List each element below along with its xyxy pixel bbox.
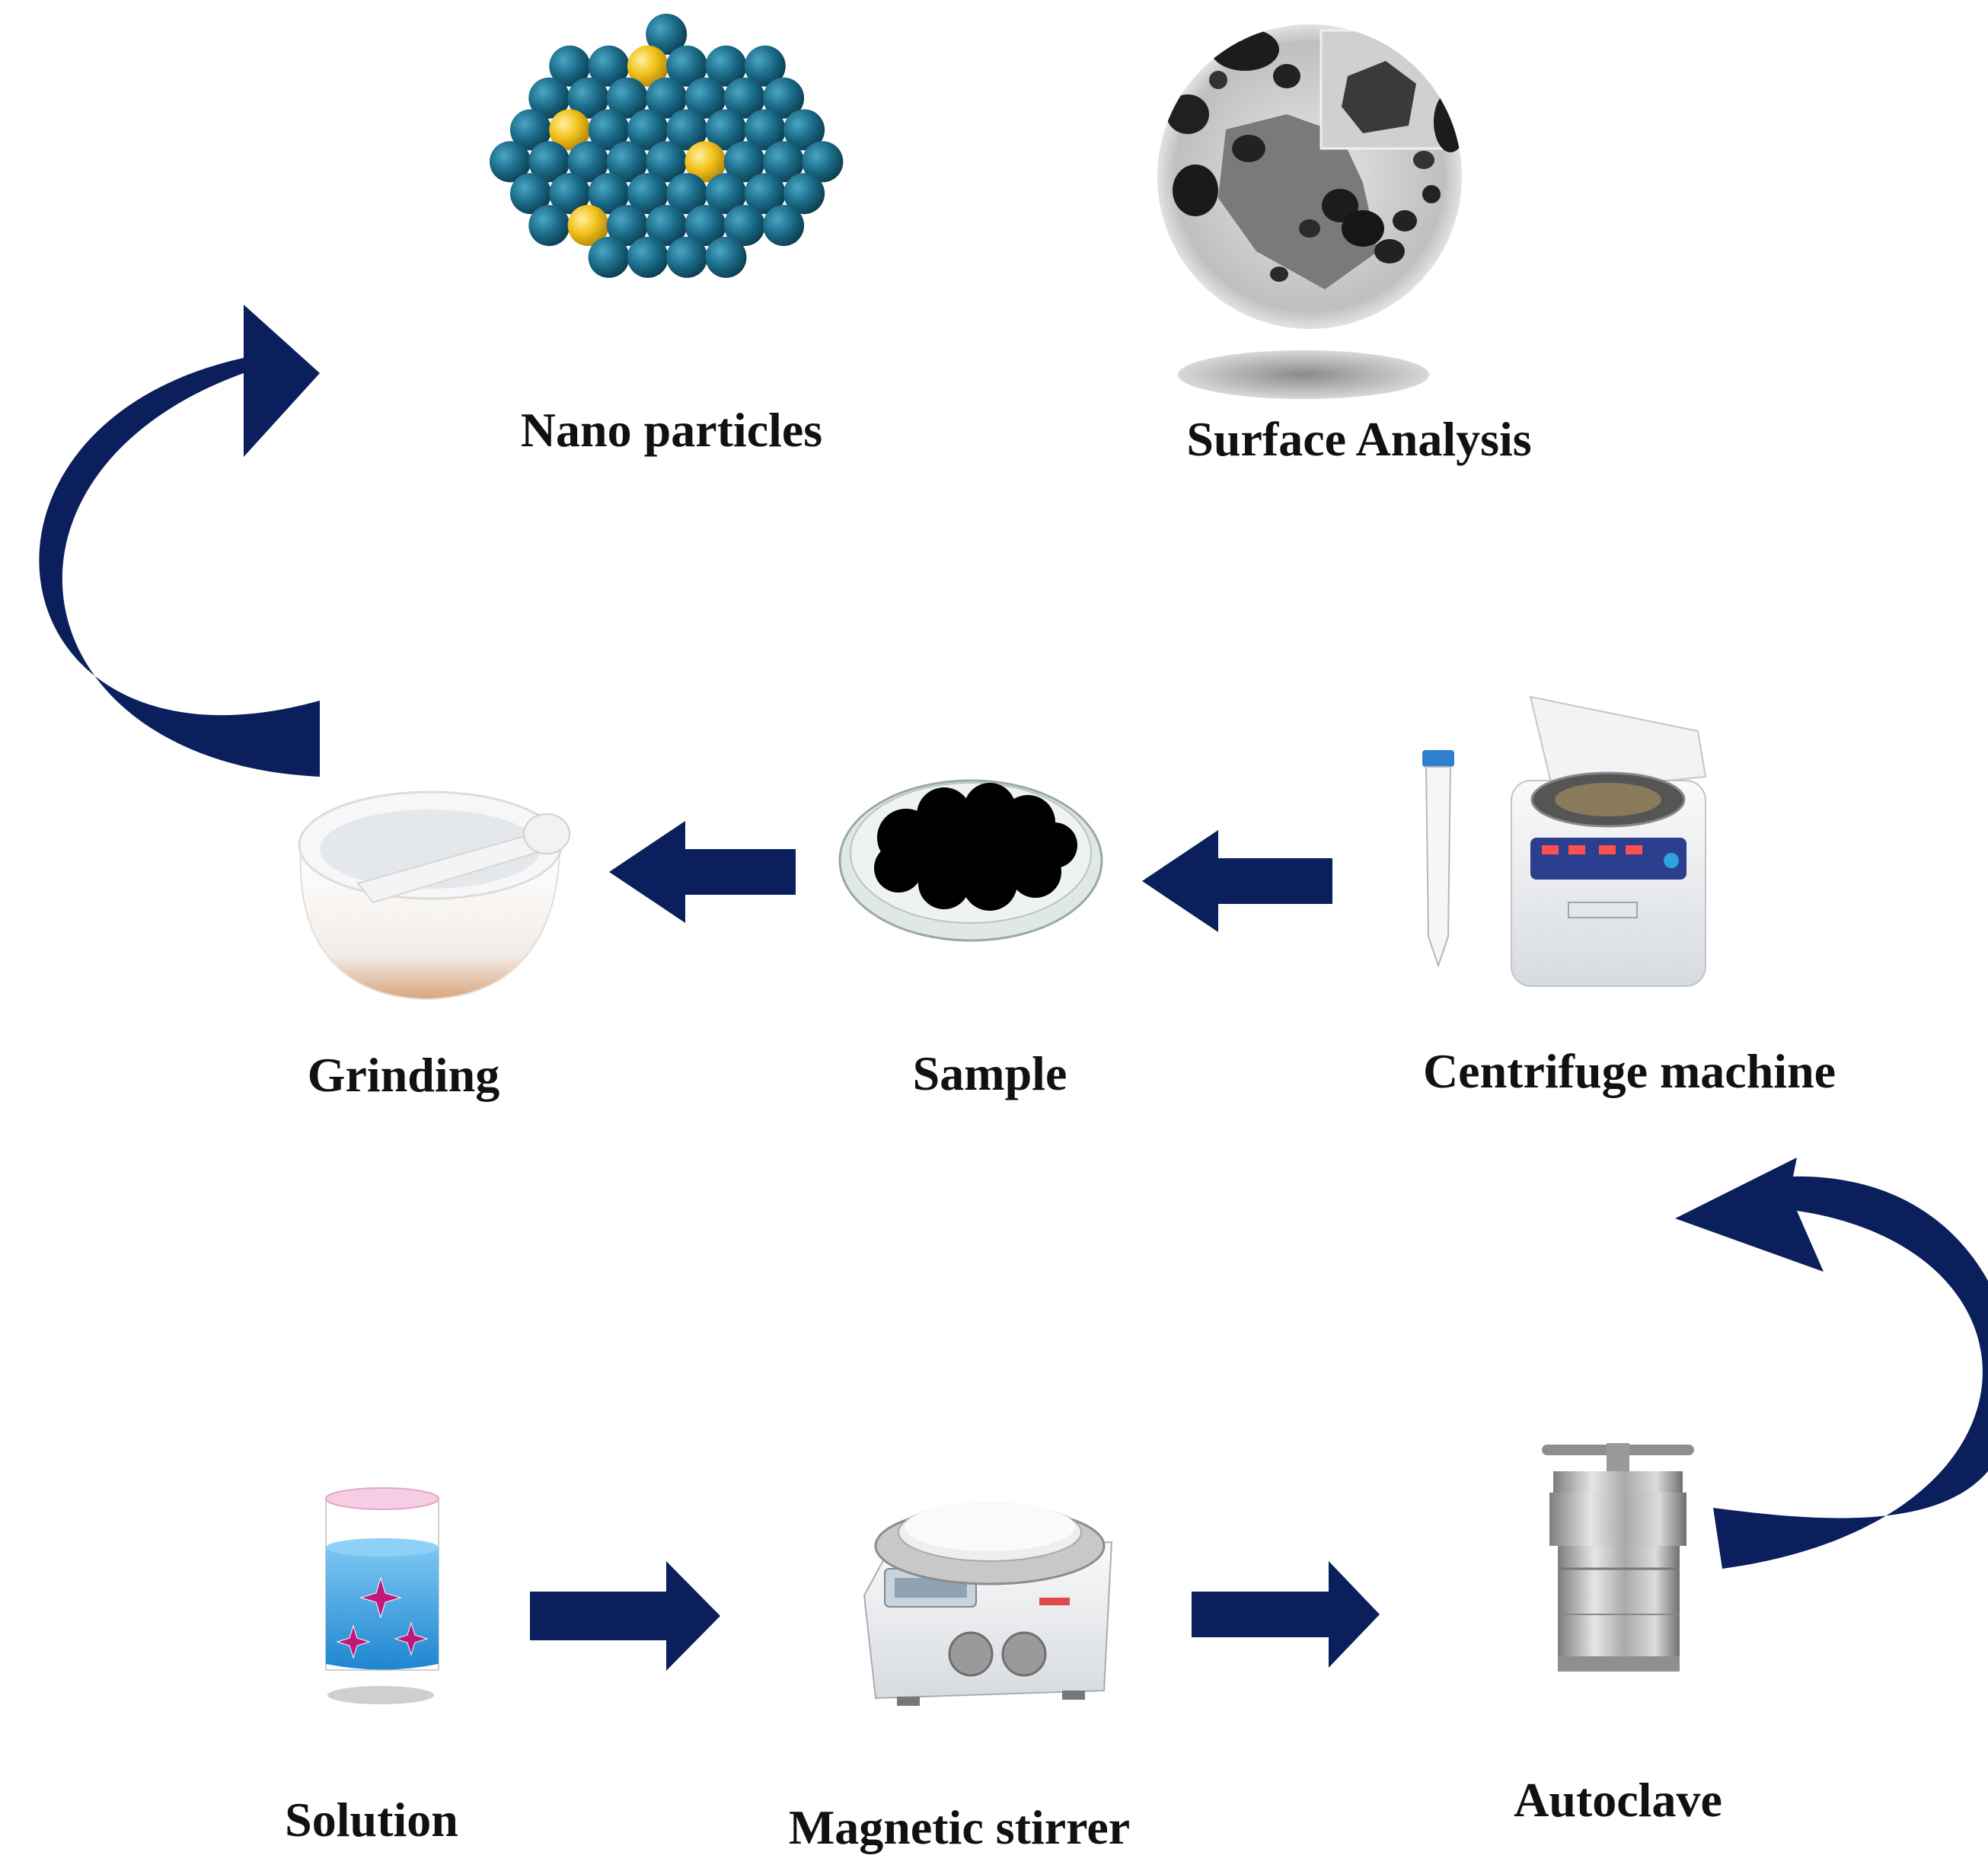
mortar-pestle-icon <box>298 790 570 1001</box>
blue-atom <box>744 109 786 151</box>
label-grinding: Grinding <box>307 1048 500 1102</box>
blue-atom <box>723 77 765 119</box>
blue-atom <box>627 236 669 278</box>
blue-atom <box>549 45 591 87</box>
label-nano-particles: Nano particles <box>520 403 823 457</box>
arrow-sample-to-grinding <box>609 821 796 923</box>
blue-atom <box>666 173 708 215</box>
blue-atom <box>646 77 688 119</box>
blue-atom <box>705 109 747 151</box>
blue-atom <box>646 141 688 183</box>
blue-atom <box>763 77 805 119</box>
blue-atom <box>510 109 551 151</box>
autoclave-icon <box>1542 1443 1694 1672</box>
blue-atom <box>606 77 648 119</box>
blue-atom <box>528 141 570 183</box>
blue-atom <box>606 205 648 247</box>
curved-arrow-grinding-to-nanoparticles <box>39 305 320 777</box>
blue-atom <box>705 173 747 215</box>
label-centrifuge-machine: Centrifuge machine <box>1422 1044 1836 1098</box>
falcon-tube <box>1422 750 1454 969</box>
blue-atom <box>723 141 765 183</box>
tem-micrograph-icon <box>1157 24 1462 399</box>
blue-atom <box>802 141 844 183</box>
blue-atom <box>783 109 825 151</box>
blue-atom <box>666 109 708 151</box>
blue-atom <box>783 173 825 215</box>
blue-atom <box>666 236 708 278</box>
gold-atom <box>567 205 609 247</box>
gold-atom <box>684 141 726 183</box>
arrow-solution-to-stirrer <box>530 1561 720 1671</box>
blue-atom <box>567 141 609 183</box>
blue-atom <box>646 14 688 55</box>
blue-atom <box>763 141 805 183</box>
blue-atom <box>744 45 786 87</box>
label-magnetic-stirrer: Magnetic stirrer <box>788 1800 1131 1854</box>
blue-atom <box>684 77 726 119</box>
blue-atom <box>684 205 726 247</box>
blue-atom <box>646 205 688 247</box>
sparkle-particles <box>336 1576 429 1659</box>
blue-atom <box>528 205 570 247</box>
tem-shadow <box>1178 350 1429 399</box>
blue-atom <box>588 173 630 215</box>
black-sample-powder <box>874 783 1077 911</box>
blue-atom <box>744 173 786 215</box>
blue-atom <box>606 141 648 183</box>
blue-atom <box>763 205 805 247</box>
curved-arrow-autoclave-to-centrifuge-shape <box>1675 1158 1988 1569</box>
blue-atom <box>490 141 531 183</box>
blue-atom <box>588 236 630 278</box>
blue-atom <box>549 173 591 215</box>
blue-atom <box>705 45 747 87</box>
blue-atom <box>510 173 551 215</box>
blue-atom <box>705 236 747 278</box>
blue-atom <box>723 205 765 247</box>
label-solution: Solution <box>285 1793 458 1847</box>
label-surface-analysis: Surface Analysis <box>1186 412 1532 466</box>
blue-atom <box>588 109 630 151</box>
arrow-centrifuge-to-sample <box>1142 830 1332 932</box>
centrifuge-icon <box>1422 695 1707 987</box>
blue-atom <box>528 77 570 119</box>
blue-atom <box>666 45 708 87</box>
nanoparticle-cluster-icon <box>490 14 844 278</box>
blue-atom <box>567 77 609 119</box>
gold-atom <box>627 45 669 87</box>
label-sample: Sample <box>912 1046 1067 1100</box>
blue-atom <box>627 109 669 151</box>
petri-dish-icon <box>838 779 1103 942</box>
gold-atom <box>549 109 591 151</box>
label-autoclave: Autoclave <box>1514 1773 1722 1827</box>
beaker-icon <box>325 1487 439 1704</box>
blue-atom <box>588 45 630 87</box>
hotplate-stirrer-icon <box>863 1502 1113 1706</box>
blue-atom <box>627 173 669 215</box>
arrow-stirrer-to-autoclave <box>1192 1561 1380 1668</box>
